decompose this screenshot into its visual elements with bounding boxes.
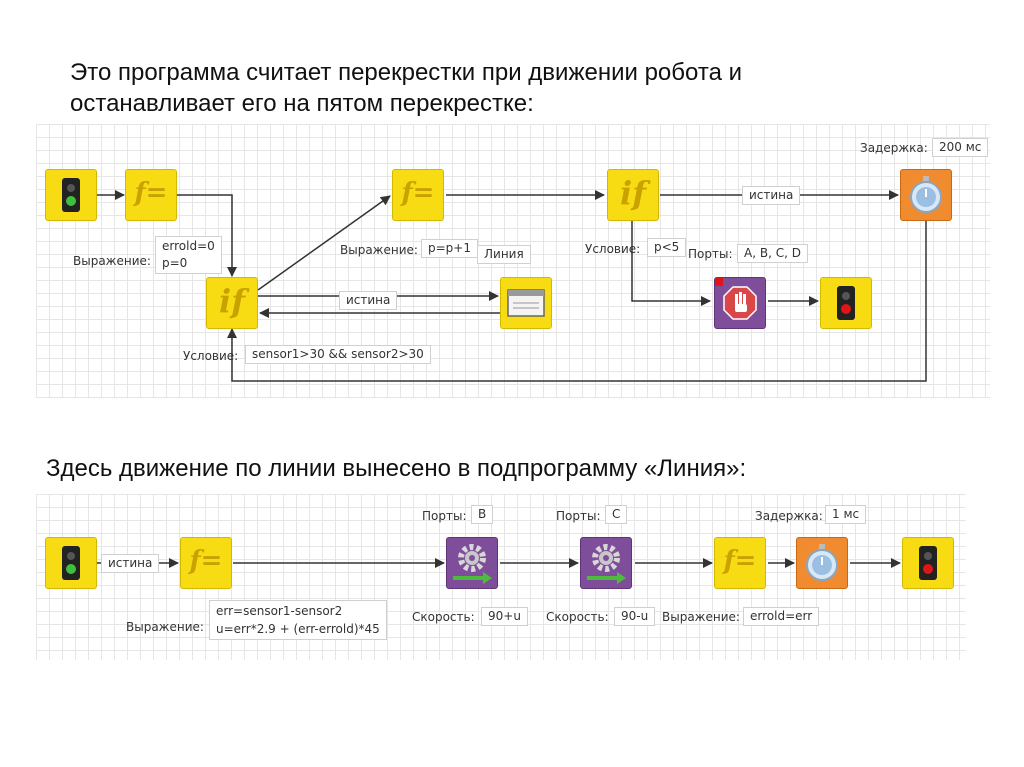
motor1-ports-label: Порты: [422, 509, 467, 523]
if2-condition-label: Условие: [585, 242, 641, 256]
sub-end-block[interactable] [902, 537, 954, 589]
motor2-speed-value: 90-u [614, 607, 656, 626]
expr-init-label: Выражение: [73, 254, 151, 268]
arrow-if2-to-stop [631, 221, 711, 306]
if2-condition-value: p<5 [647, 238, 687, 257]
if-icon: if [620, 174, 646, 212]
if1-condition-value: sensor1>30 && sensor2>30 [245, 345, 431, 364]
sub-delay-value: 1 мс [825, 505, 867, 524]
function-icon: f= [134, 178, 168, 208]
motor-gear-icon [587, 544, 626, 584]
sub-expr-value: err=sensor1-sensor2 u=err*2.9 + (err-err… [209, 600, 387, 640]
true-label-if2: истина [742, 186, 801, 205]
expr-init-line2: p=0 [162, 256, 188, 270]
caption-bottom: Здесь движение по линии вынесено в подпр… [46, 455, 747, 482]
delay-unit: мс [965, 140, 982, 154]
stop-motors-block[interactable] [714, 277, 766, 329]
arrow-if1-to-counter [257, 195, 391, 291]
sub-expr2-label: Выражение: [662, 610, 740, 624]
sub-delay-label: Задержка: [755, 509, 823, 523]
start-block[interactable] [45, 169, 97, 221]
sub-expr-line1: err=sensor1-sensor2 [216, 604, 343, 618]
motor2-speed-label: Скорость: [546, 610, 609, 624]
sub-expr-label: Выражение: [126, 620, 204, 634]
motor2-ports-label: Порты: [556, 509, 601, 523]
if-block-2[interactable]: if [607, 169, 659, 221]
window-icon [507, 289, 545, 317]
sub-expression-block-2[interactable]: f= [714, 537, 766, 589]
expr-init-line1: errold=0 [162, 239, 215, 253]
traffic-light-green-icon [62, 546, 80, 580]
sub-delay-unit: мс [843, 507, 860, 521]
ports-value: A, B, C, D [737, 244, 808, 263]
motor1-speed-label: Скорость: [412, 610, 475, 624]
motor-gear-icon [453, 544, 492, 584]
timer-icon [910, 176, 942, 213]
caption-top-line2: останавливает его на пятом перекрестке: [70, 90, 534, 117]
expr-init-value: errold=0 p=0 [155, 236, 222, 274]
true-label-if1: истина [339, 291, 398, 310]
arrow-expr-to-if1 [150, 194, 237, 277]
traffic-light-red-icon [837, 286, 855, 320]
if-block-1[interactable]: if [206, 277, 258, 329]
caption-top: Это программа считает перекрестки при дв… [70, 57, 742, 119]
function-icon: f= [723, 546, 757, 576]
counter-expr-label: Выражение: [340, 243, 418, 257]
arrow-timer-loop [227, 221, 927, 382]
traffic-light-red-icon [919, 546, 937, 580]
ports-label: Порты: [688, 247, 733, 261]
motor-block-1[interactable] [446, 537, 498, 589]
motor1-ports-value: B [471, 505, 494, 524]
delay-block[interactable] [900, 169, 952, 221]
function-icon: f= [401, 178, 435, 208]
sub-expr-line2: u=err*2.9 + (err-errold)*45 [216, 622, 380, 636]
caption-top-line1: Это программа считает перекрестки при дв… [70, 59, 742, 86]
sub-expression-block[interactable]: f= [180, 537, 232, 589]
delay-value: 200 мс [932, 138, 989, 157]
if1-condition-label: Условие: [183, 349, 239, 363]
function-icon: f= [189, 546, 223, 576]
sub-delay-block[interactable] [796, 537, 848, 589]
subprogram-line-block[interactable] [500, 277, 552, 329]
motor1-speed-value: 90+u [481, 607, 528, 626]
sub-start-block[interactable] [45, 537, 97, 589]
subprogram-label: Линия [477, 245, 531, 264]
motor-block-2[interactable] [580, 537, 632, 589]
sub-expr2-value: errold=err [743, 607, 820, 626]
end-block[interactable] [820, 277, 872, 329]
motor2-ports-value: C [605, 505, 628, 524]
stop-hand-icon [715, 278, 757, 320]
expression-block-counter[interactable]: f= [392, 169, 444, 221]
sub-true-label: истина [101, 554, 160, 573]
delay-number: 200 [939, 140, 962, 154]
if-icon: if [219, 282, 245, 320]
expression-block-init[interactable]: f= [125, 169, 177, 221]
sub-delay-number: 1 [832, 507, 840, 521]
timer-icon [806, 544, 838, 581]
traffic-light-green-icon [62, 178, 80, 212]
counter-expr-value: p=p+1 [421, 239, 478, 258]
delay-label: Задержка: [860, 141, 928, 155]
